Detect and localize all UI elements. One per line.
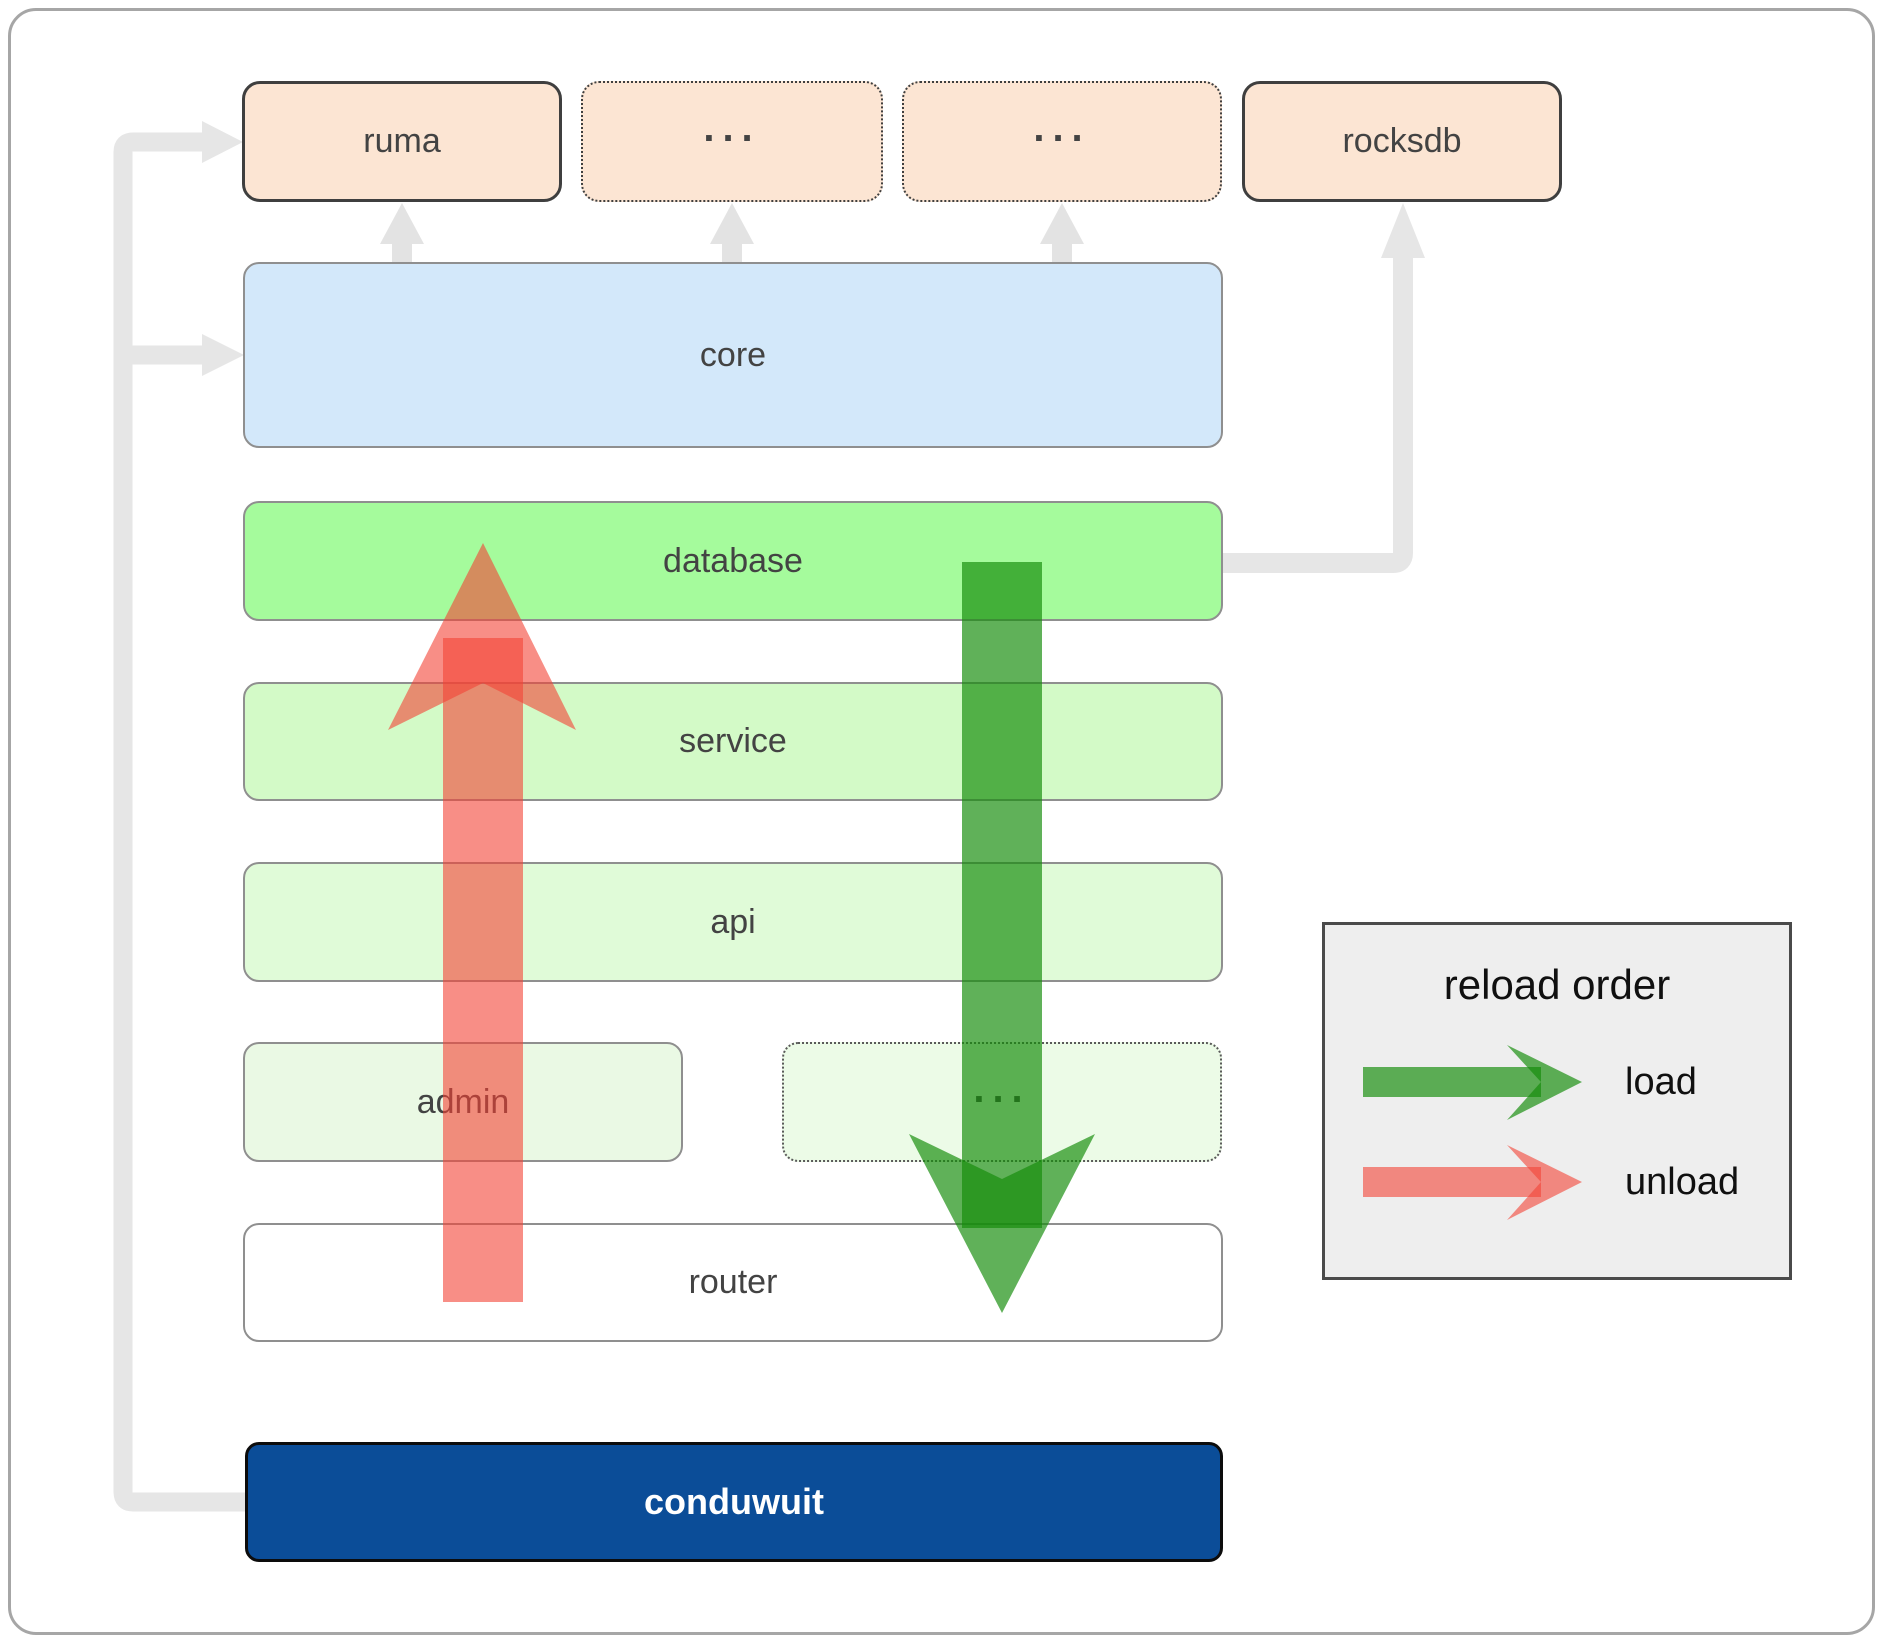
box-admin-more: ...	[782, 1042, 1222, 1162]
box-database: database	[243, 501, 1223, 621]
box-rocksdb-label: rocksdb	[1342, 122, 1462, 160]
box-ruma-label: ruma	[363, 122, 441, 160]
box-router-label: router	[688, 1263, 778, 1301]
box-core-label: core	[699, 335, 767, 374]
box-admin: admin	[243, 1042, 683, 1162]
box-conduwuit-label: conduwuit	[644, 1481, 824, 1522]
legend-unload-label: unload	[1625, 1161, 1740, 1203]
box-service-label: service	[679, 722, 787, 760]
outer-frame	[8, 8, 1875, 1635]
legend: reload order	[1322, 922, 1792, 1280]
box-core: core	[243, 262, 1223, 448]
box-dependency-a: ...	[581, 81, 883, 202]
box-database-label: database	[663, 541, 803, 580]
box-dependency-b: ...	[902, 81, 1222, 202]
box-api: api	[243, 862, 1223, 982]
legend-load-label: load	[1625, 1061, 1697, 1103]
box-ruma: ruma	[242, 81, 562, 202]
box-dependency-a-label: ...	[703, 106, 761, 151]
box-rocksdb: rocksdb	[1242, 81, 1562, 202]
box-admin-more-label: ...	[973, 1066, 1031, 1111]
box-api-label: api	[710, 902, 756, 941]
legend-title: reload order	[1443, 961, 1671, 1008]
box-service: service	[243, 682, 1223, 801]
box-router: router	[243, 1223, 1223, 1342]
box-conduwuit: conduwuit	[245, 1442, 1223, 1562]
box-admin-label: admin	[416, 1082, 510, 1121]
box-dependency-b-label: ...	[1033, 106, 1091, 151]
